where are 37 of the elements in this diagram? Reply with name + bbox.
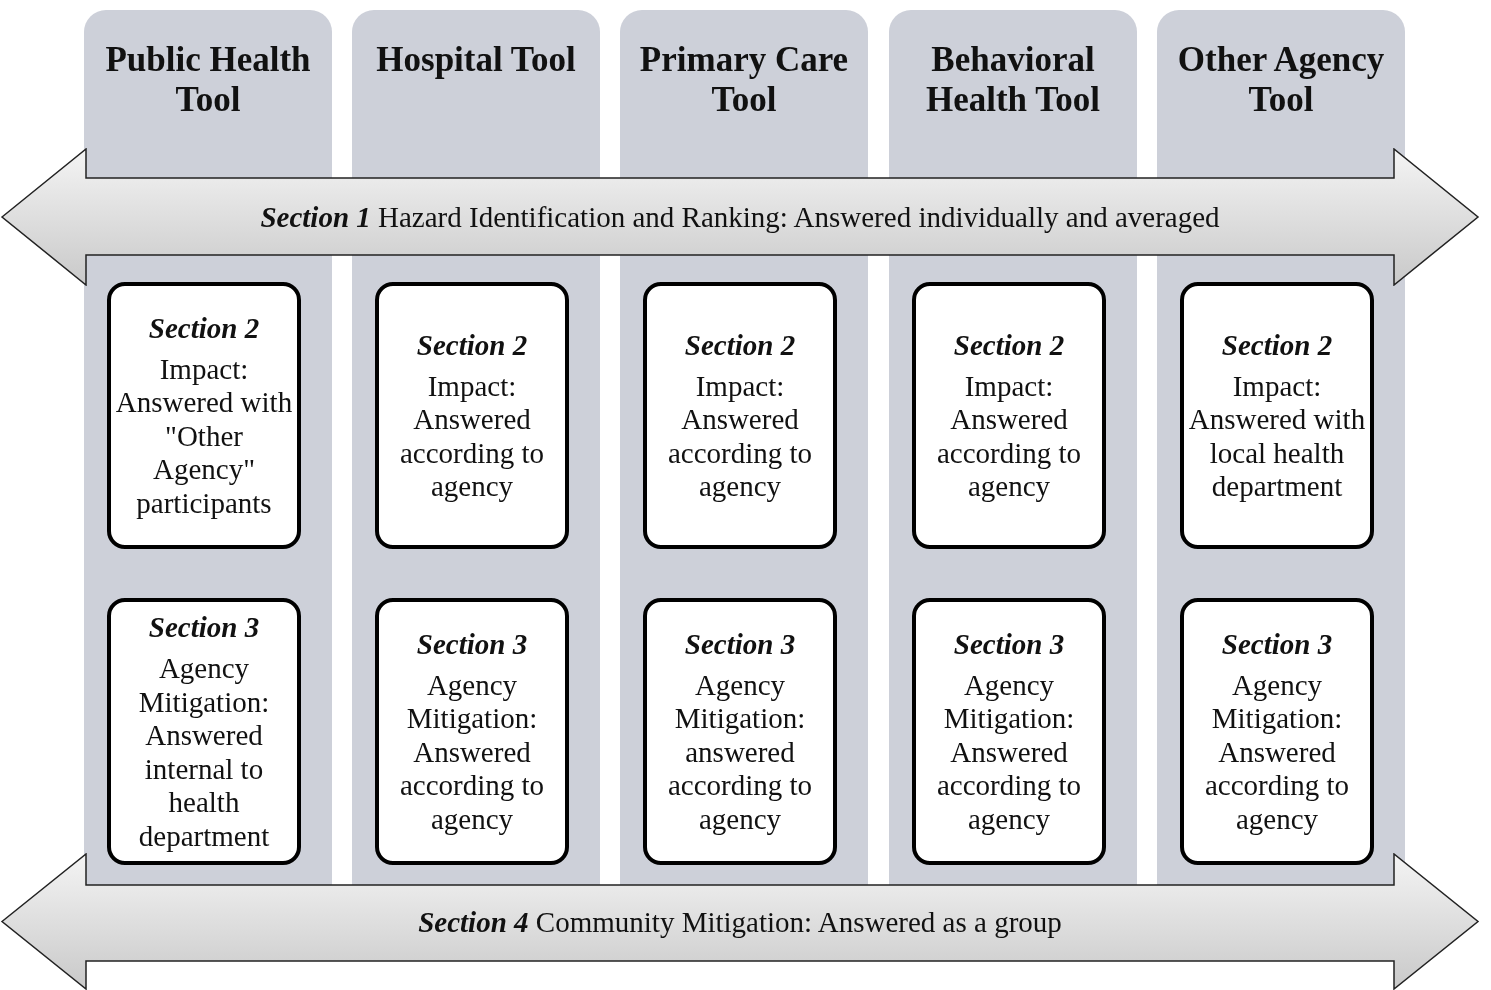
section-text: Agency Mitigation: Answered according to agency xyxy=(398,668,546,837)
section-heading: Section 3 xyxy=(953,626,1065,661)
section-box xyxy=(107,598,301,865)
section-heading: Section 2 xyxy=(1221,327,1333,362)
section-box xyxy=(643,598,837,865)
section-heading: Section 3 xyxy=(416,626,528,661)
section-heading: Section 2 xyxy=(148,310,260,345)
section-text: Impact: Answered with "Other Agency" participants xyxy=(115,352,293,521)
section-box xyxy=(375,282,569,549)
section-box xyxy=(912,282,1106,549)
section-heading: Section 3 xyxy=(148,610,260,644)
section-text: Impact: Answered according to agency xyxy=(666,369,814,504)
section-box xyxy=(912,598,1106,865)
band-label: Section 1 Hazard Identification and Ranking: Answered individually and averaged xyxy=(259,200,1221,234)
section-box xyxy=(643,282,837,549)
section-heading: Section 3 xyxy=(1221,626,1333,661)
section-text: Impact: Answered according to agency xyxy=(398,369,546,504)
section-heading: Section 2 xyxy=(953,327,1065,362)
section-box xyxy=(107,282,301,549)
section-heading: Section 3 xyxy=(684,626,796,661)
column-header: Behavioral Health Tool xyxy=(924,40,1102,120)
section-heading: Section 2 xyxy=(416,327,528,362)
section-text: Agency Mitigation: Answered according to agency xyxy=(1203,668,1351,837)
section-box xyxy=(375,598,569,865)
column-header: Public Health Tool xyxy=(104,40,312,120)
band-label: Section 4 Community Mitigation: Answered as a group xyxy=(417,904,1063,939)
section-box xyxy=(1180,282,1374,549)
section-text: Agency Mitigation: Answered according to agency xyxy=(935,668,1083,837)
column-header: Primary Care Tool xyxy=(638,40,850,120)
section-text: Impact: Answered according to agency xyxy=(935,369,1083,504)
column-header: Hospital Tool xyxy=(375,40,577,80)
column-header: Other Agency Tool xyxy=(1176,40,1386,120)
section-text: Impact: Answered with local health department xyxy=(1188,369,1366,504)
section-text: Agency Mitigation: Answered internal to health department xyxy=(137,652,271,853)
section-box xyxy=(1180,598,1374,865)
section-heading: Section 2 xyxy=(684,327,796,362)
section-text: Agency Mitigation: answered according to agency xyxy=(666,668,814,837)
